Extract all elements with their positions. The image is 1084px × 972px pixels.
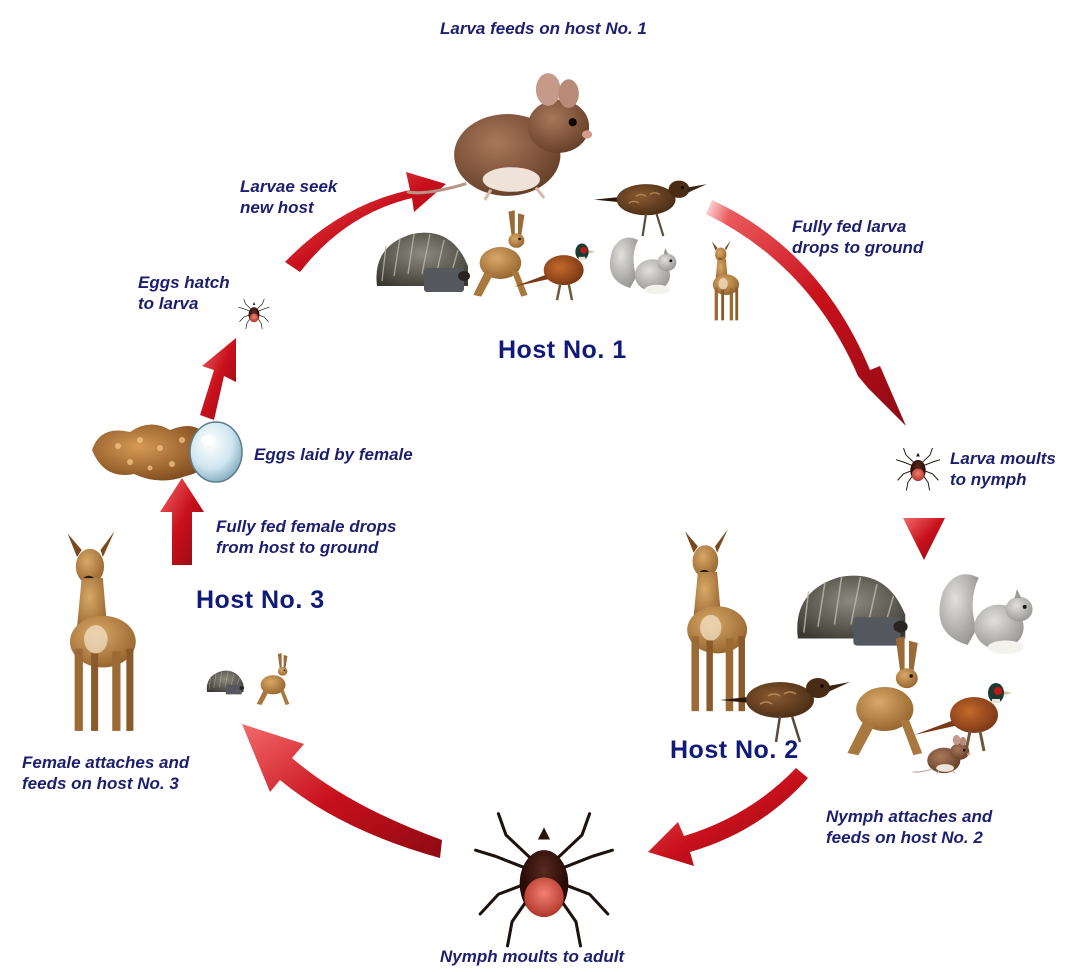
deer-icon: [712, 240, 739, 320]
squirrel-icon: [939, 574, 1032, 654]
larva-icon: [239, 299, 270, 329]
caption-larvae-seek: Larvae seek new host: [240, 176, 337, 218]
adult-tick-icon: [476, 814, 613, 946]
deer-icon: [68, 531, 136, 731]
hare-icon: [473, 210, 527, 296]
caption-female-drops: Fully fed female drops from host to grou…: [216, 516, 396, 558]
caption-female-attaches: Female attaches and feeds on host No. 3: [22, 752, 189, 794]
bird-icon: [594, 181, 707, 236]
host3-label: Host No. 3: [196, 586, 325, 615]
arrow-nymph-moults: [242, 724, 442, 858]
host2-label: Host No. 2: [670, 736, 799, 765]
deer-icon: [685, 529, 747, 711]
arrow-to-host2: [903, 518, 945, 560]
arrow-female-drops: [160, 478, 204, 565]
mouse-icon: [913, 735, 971, 774]
nymph-icon: [896, 448, 939, 490]
caption-larva-moults: Larva moults to nymph: [950, 448, 1056, 490]
caption-nymph-moults: Nymph moults to adult: [440, 946, 624, 967]
caption-eggs-laid: Eggs laid by female: [254, 444, 413, 465]
caption-larva-feeds: Larva feeds on host No. 1: [440, 18, 647, 39]
arrow-nymph-attaches: [648, 768, 808, 866]
hedgehog-icon: [797, 576, 907, 646]
squirrel-icon: [610, 238, 677, 295]
hare-icon: [257, 653, 290, 705]
host1-label: Host No. 1: [498, 336, 627, 365]
hedgehog-icon: [207, 671, 244, 695]
eggs-icon: [92, 422, 242, 482]
caption-fully-fed-larva: Fully fed larva drops to ground: [792, 216, 923, 258]
caption-nymph-attaches: Nymph attaches and feeds on host No. 2: [826, 806, 992, 848]
hedgehog-icon: [376, 233, 470, 292]
arrow-eggs-hatch: [200, 338, 236, 420]
caption-eggs-hatch: Eggs hatch to larva: [138, 272, 230, 314]
hare-icon: [847, 636, 922, 755]
